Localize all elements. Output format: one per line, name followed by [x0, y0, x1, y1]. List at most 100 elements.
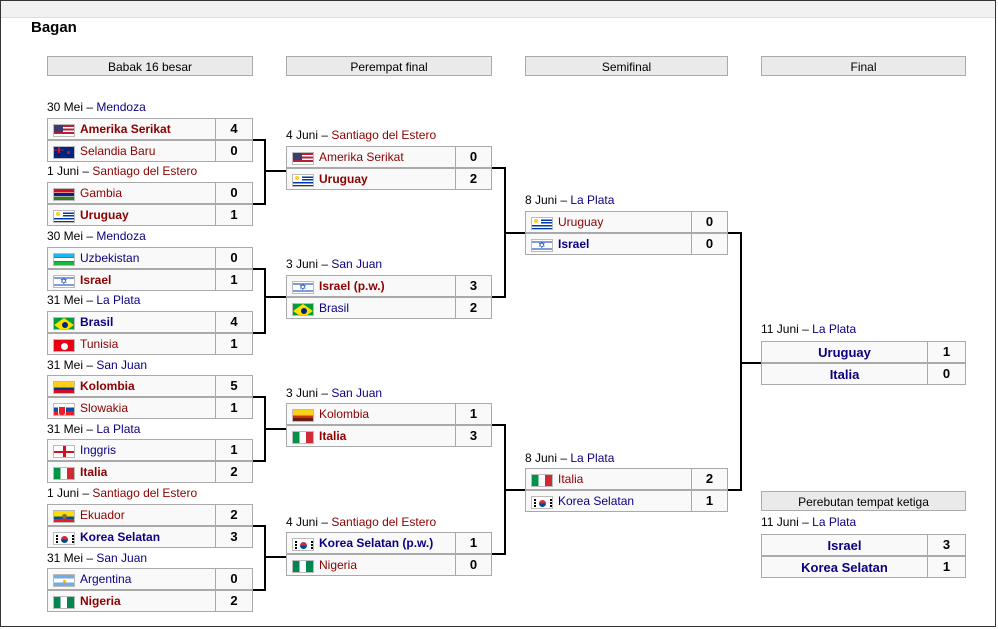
- team-name[interactable]: Korea Selatan: [801, 560, 888, 575]
- match-separator: –: [798, 515, 813, 529]
- team-cell: Italia: [47, 461, 216, 483]
- team-name[interactable]: Israel (p.w.): [319, 279, 385, 293]
- match-separator: –: [557, 193, 571, 207]
- match-separator: –: [798, 322, 813, 336]
- team-name[interactable]: Israel: [80, 273, 112, 287]
- page-title: Bagan: [31, 19, 77, 36]
- score-cell: 3: [455, 275, 492, 297]
- match-venue[interactable]: Mendoza: [96, 229, 146, 243]
- team-name[interactable]: Kolombia: [80, 379, 135, 393]
- team-name[interactable]: Ekuador: [80, 508, 125, 522]
- team-name[interactable]: Korea Selatan (p.w.): [319, 536, 434, 550]
- team-name[interactable]: Tunisia: [80, 337, 119, 351]
- score-cell: 1: [691, 490, 728, 512]
- team-cell: Italia: [525, 468, 692, 490]
- team-name[interactable]: Korea Selatan: [80, 530, 161, 544]
- team-row: Israel (p.w.) 3: [286, 275, 492, 297]
- team-name[interactable]: Brasil: [80, 315, 114, 329]
- team-name[interactable]: Uruguay: [818, 345, 871, 360]
- match-date: 11 Juni: [761, 322, 799, 336]
- score-cell: 1: [455, 532, 492, 554]
- team-cell: Gambia: [47, 182, 216, 204]
- match-venue[interactable]: La Plata: [96, 422, 141, 436]
- score-cell: 4: [215, 118, 253, 140]
- match-venue[interactable]: San Juan: [331, 257, 383, 271]
- team-cell: Argentina: [47, 568, 216, 590]
- team-row: Gambia 0: [47, 182, 253, 204]
- team-name[interactable]: Amerika Serikat: [80, 122, 171, 136]
- team-name[interactable]: Italia: [80, 465, 108, 479]
- match-venue[interactable]: San Juan: [96, 358, 148, 372]
- match-venue[interactable]: Mendoza: [96, 100, 146, 114]
- match-date: 31 Mei: [47, 551, 84, 565]
- match-venue[interactable]: Santiago del Estero: [331, 128, 437, 142]
- team-row: Italia 3: [286, 425, 492, 447]
- match-venue[interactable]: San Juan: [331, 386, 383, 400]
- score-cell: 0: [691, 233, 728, 255]
- flag-icon: [531, 239, 553, 252]
- team-row: Israel 1: [47, 269, 253, 291]
- team-name[interactable]: Italia: [558, 472, 584, 486]
- match-venue[interactable]: La Plata: [96, 293, 141, 307]
- score-cell: 0: [215, 182, 253, 204]
- match-date: 3 Juni: [286, 386, 319, 400]
- flag-icon: [53, 146, 75, 159]
- team-name[interactable]: Gambia: [80, 186, 123, 200]
- team-name[interactable]: Italia: [319, 429, 347, 443]
- team-name[interactable]: Uruguay: [319, 172, 368, 186]
- match-date: 31 Mei: [47, 293, 84, 307]
- team-name[interactable]: Korea Selatan: [558, 494, 635, 508]
- match-venue[interactable]: Santiago del Estero: [92, 486, 198, 500]
- team-name[interactable]: Italia: [829, 367, 860, 382]
- flag-icon: [292, 409, 314, 422]
- match-date: 8 Juni: [525, 451, 558, 465]
- team-name[interactable]: Israel: [558, 237, 590, 251]
- team-row: Slowakia 1: [47, 397, 253, 419]
- match-venue[interactable]: Santiago del Estero: [92, 164, 198, 178]
- match-venue[interactable]: Santiago del Estero: [331, 515, 437, 529]
- team-name[interactable]: Selandia Baru: [80, 144, 156, 158]
- team-name[interactable]: Israel: [827, 538, 862, 553]
- match-date: 30 Mei: [47, 229, 84, 243]
- match-separator: –: [557, 451, 571, 465]
- top-strip: [1, 1, 995, 18]
- team-name[interactable]: Nigeria: [319, 558, 358, 572]
- team-name[interactable]: Nigeria: [80, 594, 121, 608]
- team-name[interactable]: Slowakia: [80, 401, 129, 415]
- score-cell: 3: [455, 425, 492, 447]
- match-venue[interactable]: La Plata: [570, 193, 615, 207]
- match-separator: –: [79, 486, 93, 500]
- flag-icon: [53, 188, 75, 201]
- team-cell: Israel (p.w.): [286, 275, 456, 297]
- match-info: 3 Juni – San Juan: [286, 257, 382, 271]
- score-cell: 1: [215, 397, 253, 419]
- team-name[interactable]: Argentina: [80, 572, 132, 586]
- match-venue[interactable]: La Plata: [570, 451, 615, 465]
- team-name[interactable]: Uruguay: [558, 215, 604, 229]
- flag-icon: [53, 124, 75, 137]
- team-cell: Nigeria: [286, 554, 456, 576]
- team-name[interactable]: Uzbekistan: [80, 251, 140, 265]
- score-cell: 1: [215, 204, 253, 226]
- match-info: 31 Mei – La Plata: [47, 422, 140, 436]
- flag-icon: [53, 574, 75, 587]
- team-cell: Korea Selatan: [761, 556, 928, 578]
- team-name[interactable]: Kolombia: [319, 407, 370, 421]
- match-venue[interactable]: La Plata: [812, 515, 857, 529]
- team-name[interactable]: Inggris: [80, 443, 117, 457]
- flag-icon: [292, 152, 314, 165]
- team-name[interactable]: Amerika Serikat: [319, 150, 404, 164]
- team-name[interactable]: Uruguay: [80, 208, 129, 222]
- team-row: Korea Selatan 1: [525, 490, 728, 512]
- score-cell: 1: [215, 269, 253, 291]
- match-date: 1 Juni: [47, 486, 80, 500]
- match-venue[interactable]: La Plata: [812, 322, 857, 336]
- team-name[interactable]: Brasil: [319, 301, 350, 315]
- match-venue[interactable]: San Juan: [96, 551, 148, 565]
- match-separator: –: [83, 551, 97, 565]
